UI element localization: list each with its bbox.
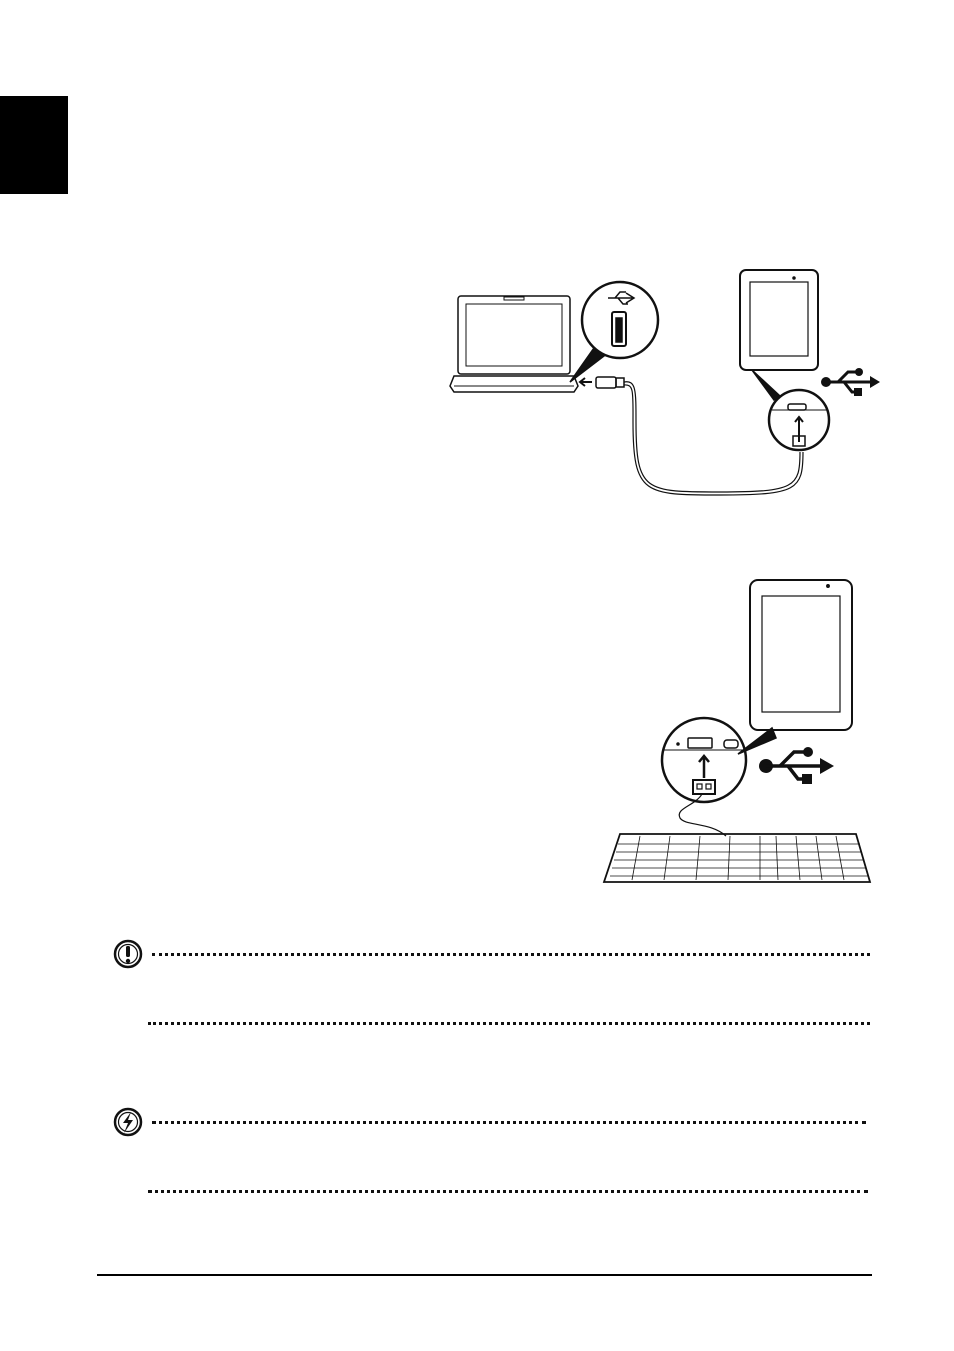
tablet-body [739, 269, 819, 371]
caution-notice [112, 938, 872, 1028]
usb-symbol-icon [759, 747, 834, 784]
notice-bottom-rule [148, 1022, 870, 1025]
notice-top-rule [152, 1121, 866, 1124]
laptop-screen [457, 295, 571, 375]
usb-plug [595, 376, 617, 389]
tablet-body [749, 579, 853, 731]
chapter-tab [0, 96, 68, 194]
footer-rule [97, 1274, 872, 1276]
warning-notice [112, 1106, 872, 1196]
exclamation-circle-icon [113, 939, 143, 969]
usb-cable [678, 793, 727, 837]
usb-symbol-icon [821, 368, 880, 396]
usb-port-zoom [660, 716, 748, 804]
micro-usb-zoom [767, 388, 831, 452]
usb-keyboard [602, 833, 872, 883]
usb-cable [623, 381, 801, 493]
laptop-tablet-usb-figure [449, 269, 880, 496]
laptop-base [449, 375, 579, 393]
tablet-keyboard-usb-figure [602, 579, 872, 883]
notice-top-rule [152, 953, 870, 956]
lightning-warning-icon [113, 1107, 143, 1137]
usb-port-zoom [580, 280, 660, 360]
notice-bottom-rule [148, 1190, 868, 1193]
